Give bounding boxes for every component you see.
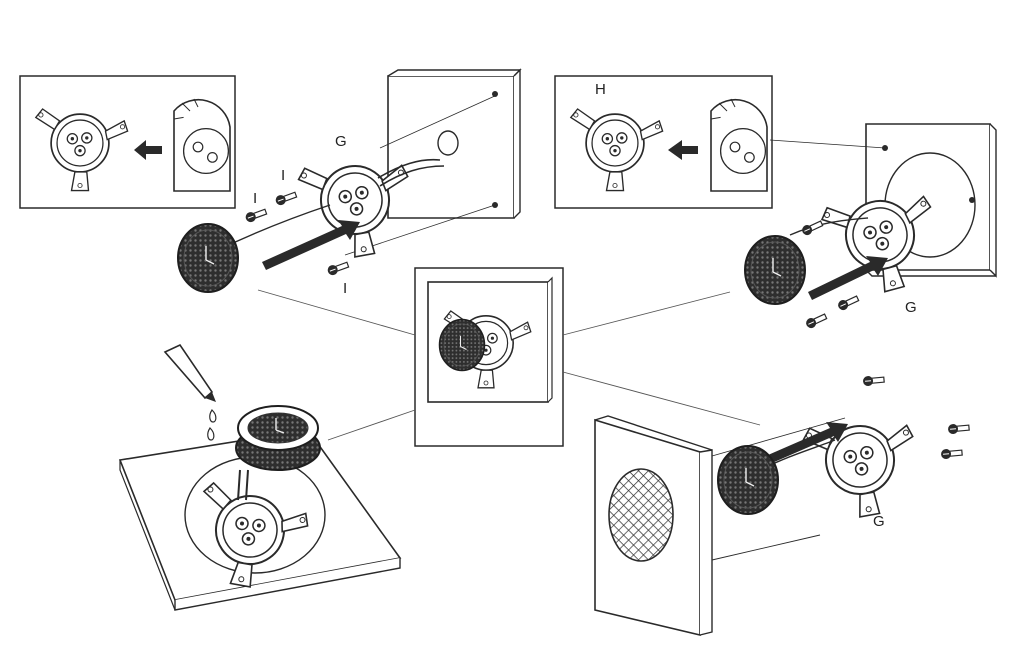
screw-icon xyxy=(862,374,886,388)
speaker-grille xyxy=(608,468,674,562)
step-panel-top-right: H G xyxy=(554,75,997,331)
label-I: I xyxy=(253,190,257,207)
step-panel-bottom-left xyxy=(118,343,402,611)
screw-icon xyxy=(273,189,299,208)
arrow-left-icon xyxy=(668,140,698,160)
step-panel-bottom-right: G xyxy=(594,374,971,637)
tweeter xyxy=(177,223,239,293)
tweeter xyxy=(744,235,806,305)
insert-arrow-icon xyxy=(768,422,848,463)
screw-icon xyxy=(940,447,964,461)
screw-icon xyxy=(243,206,269,225)
ring-detail-partial-illustration xyxy=(173,98,231,192)
screw-icon xyxy=(947,422,971,436)
screw-icon xyxy=(799,218,825,238)
tweeter xyxy=(235,405,321,471)
step-panel-top-left: I I I G xyxy=(19,68,522,297)
screw-icon xyxy=(803,311,829,331)
label-G: G xyxy=(905,299,917,316)
label-G: G xyxy=(335,133,347,150)
screw-icon xyxy=(835,293,861,313)
glue-bottle-icon xyxy=(163,343,217,441)
step-panel-center xyxy=(257,267,761,447)
insert-arrow-icon xyxy=(808,256,888,300)
tweeter xyxy=(717,445,779,515)
screw-icon xyxy=(325,259,351,278)
mounting-ring xyxy=(800,409,926,526)
label-I: I xyxy=(343,280,347,297)
tweeter xyxy=(438,318,486,372)
label-G: G xyxy=(873,513,885,530)
label-I: I xyxy=(281,167,285,184)
arrow-left-icon xyxy=(134,140,162,160)
ring-detail-partial-illustration xyxy=(710,98,768,192)
insert-arrow-icon xyxy=(262,220,360,270)
label-H: H xyxy=(595,81,606,98)
